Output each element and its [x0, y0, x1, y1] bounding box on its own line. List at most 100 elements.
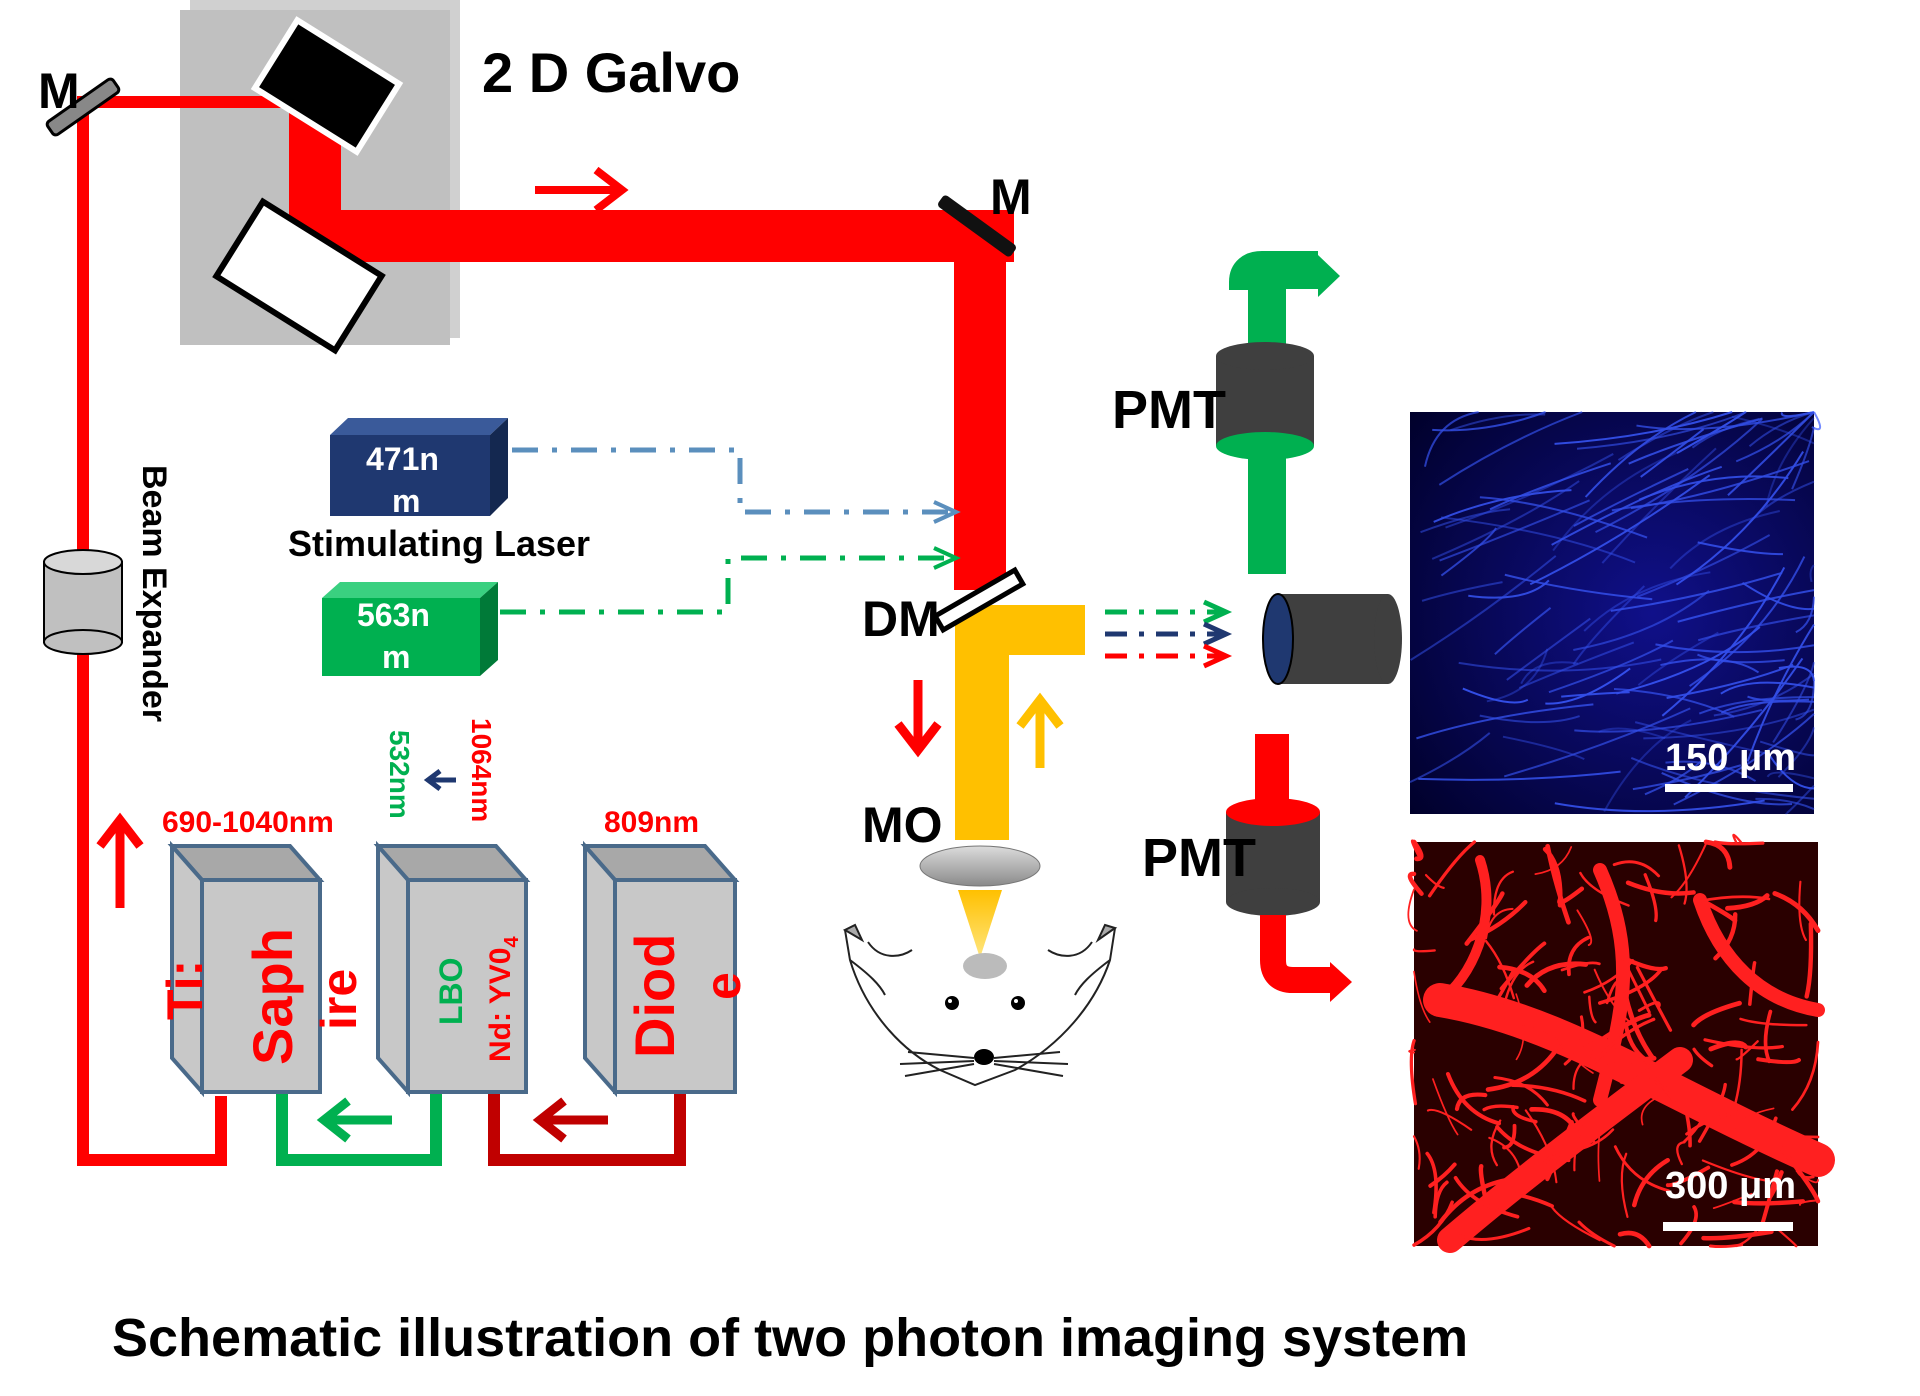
fiber-strand [1554, 411, 1733, 445]
capillary [1597, 968, 1662, 1005]
capillary [1682, 1103, 1708, 1144]
capillary [1577, 1220, 1616, 1248]
fiber-strand [1409, 732, 1491, 784]
capillary [1551, 1206, 1601, 1242]
capillary [1637, 1001, 1661, 1012]
fiber-strand [1598, 727, 1666, 740]
capillary [1730, 1116, 1778, 1167]
capillary [1625, 880, 1696, 896]
fiber-strand [1573, 468, 1689, 527]
fiber-strand [1636, 534, 1771, 598]
capillary [1545, 843, 1571, 925]
capillary [1643, 873, 1658, 923]
capillary [1732, 1048, 1743, 1110]
fiber-strand [1421, 581, 1503, 602]
fiber-strand [1420, 508, 1511, 534]
arrow-down-red [894, 680, 942, 758]
capillary [1593, 968, 1636, 1028]
blue-fiber-image [1409, 411, 1822, 815]
capillary [1571, 1112, 1596, 1145]
fiber-strand [1617, 411, 1714, 461]
capillary [1777, 1143, 1821, 1204]
capillary [1588, 995, 1597, 1024]
capillary [1467, 900, 1528, 943]
fiber-strand [1616, 626, 1761, 695]
capillary [1703, 1038, 1784, 1050]
stim-471-line2: m [392, 483, 420, 519]
stim-beam-green [500, 555, 950, 615]
ti-line3: ire [311, 969, 367, 1030]
fiber-strand [1677, 589, 1815, 623]
fiber-strand [1574, 708, 1763, 733]
stim-laser-title: Stimulating Laser [288, 523, 590, 564]
capillary [1459, 1226, 1531, 1241]
capillary [1413, 970, 1431, 1023]
fiber-strand [1630, 460, 1810, 510]
capillary [1620, 1152, 1629, 1218]
beam-expander-label: Beam Expander [135, 465, 173, 722]
stim-563-line1: 563n [357, 597, 430, 633]
lbo-box [373, 840, 531, 1098]
detect-arrows [1105, 599, 1233, 669]
fiber-strand [1759, 740, 1815, 757]
fiber-strand [1755, 797, 1815, 810]
stim-laser-471 [330, 418, 508, 516]
capillary [1735, 1040, 1759, 1061]
fiber-strand [1576, 411, 1747, 450]
fiber-strand [1784, 784, 1815, 815]
capillary [1665, 1165, 1711, 1188]
capillary [1620, 955, 1668, 972]
fiber-strand [1486, 648, 1549, 703]
capillary [1510, 1083, 1587, 1103]
capillary [1772, 891, 1821, 934]
capillary [1524, 1153, 1553, 1167]
capillary [1493, 1076, 1549, 1107]
capillary [1544, 1128, 1615, 1155]
fiber-strand [1438, 411, 1583, 486]
fiber-strand [1504, 573, 1653, 601]
arrow-darkred-left [532, 1097, 608, 1143]
capillary [1563, 1015, 1585, 1066]
capillary [1409, 1038, 1418, 1106]
pmt-bottom [1226, 734, 1352, 1002]
capillary [1595, 1012, 1652, 1045]
arrow-green-left [316, 1097, 392, 1143]
vessel-trunk [1693, 893, 1825, 1017]
capillary [1576, 909, 1593, 946]
ti-line1: Ti: [157, 960, 213, 1020]
fiber-strand [1431, 480, 1580, 560]
stim-beam-green-head [933, 546, 961, 570]
fiber-strand [1462, 687, 1529, 704]
stim-563-line2: m [382, 639, 410, 675]
fiber-strand [1747, 695, 1810, 702]
stim-beam-blue-head [933, 500, 961, 524]
fiber-strand [1731, 415, 1815, 445]
capillary [1677, 844, 1688, 905]
fiber-strand [1489, 462, 1612, 511]
fiber-strand [1440, 516, 1636, 564]
dichroic-mirror [931, 566, 1027, 634]
capillary [1503, 960, 1535, 1006]
capillary [1712, 1192, 1753, 1210]
fiber-strand [1432, 411, 1546, 432]
fiber-strand [1439, 499, 1590, 562]
capillary [1412, 948, 1436, 953]
capillary [1713, 840, 1765, 846]
fiber-strand [1766, 771, 1815, 780]
capillary [1495, 1125, 1571, 1163]
fiber-strand [1697, 541, 1783, 556]
fiber-strand [1666, 663, 1794, 699]
ti-line2: Saph [241, 928, 304, 1065]
fiber-strand [1630, 757, 1815, 800]
capillary [1640, 1095, 1660, 1126]
capillary [1739, 1017, 1808, 1027]
fiber-strand [1673, 713, 1815, 806]
capillary [1795, 1170, 1819, 1184]
capillary [1407, 871, 1424, 896]
scale-red-label: 300 μm [1665, 1165, 1796, 1207]
mirror-left [45, 77, 121, 137]
capillary [1748, 961, 1757, 1006]
pump-green [276, 1094, 442, 1166]
mirror-right [938, 195, 1016, 257]
capillary [1535, 1159, 1557, 1175]
